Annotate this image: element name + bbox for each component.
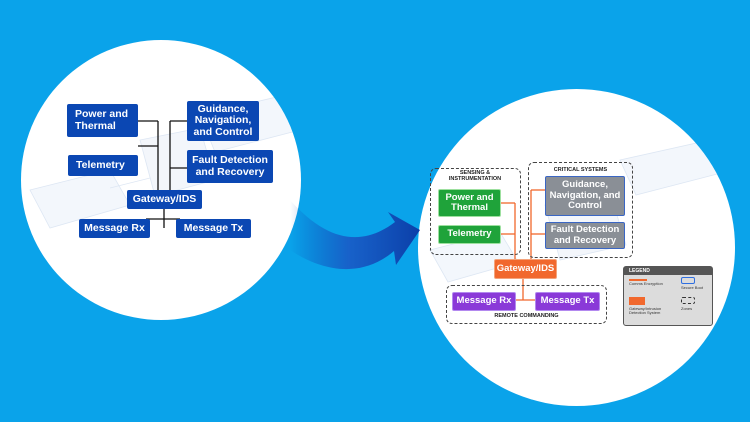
power-thermal-label: Power and Thermal bbox=[75, 107, 129, 132]
comms-encryption-swatch bbox=[629, 279, 647, 281]
telemetry-label: Telemetry bbox=[76, 158, 125, 171]
message-rx-label-secured: Message Rx bbox=[456, 295, 512, 307]
legend-box: LEGEND Comms Encryption Secure Boot Gate… bbox=[623, 266, 713, 326]
fault-detection-label: Fault Detection and Recovery bbox=[192, 153, 268, 178]
secure-boot-swatch bbox=[681, 277, 695, 284]
message-tx-label-secured: Message Tx bbox=[540, 295, 595, 307]
gnc-label: Guidance, Navigation, and Control bbox=[193, 102, 253, 138]
zones-label: Zones bbox=[681, 306, 693, 311]
gnc-box-secured: Guidance, Navigation, and Control bbox=[545, 176, 625, 216]
telemetry-label-secured: Telemetry bbox=[447, 228, 492, 240]
telemetry-box: Telemetry bbox=[68, 155, 138, 176]
remote-zone bbox=[446, 285, 607, 324]
sensing-zone-label: SENSING & INSTRUMENTATION bbox=[448, 170, 502, 182]
fault-detection-label-secured: Fault Detection and Recovery bbox=[550, 224, 620, 246]
zones-swatch bbox=[681, 297, 695, 304]
gateway-ids-swatch bbox=[629, 297, 645, 305]
comms-encryption-label: Comms Encryption bbox=[629, 281, 663, 286]
power-thermal-label-secured: Power and Thermal bbox=[445, 191, 494, 213]
fault-detection-box: Fault Detection and Recovery bbox=[187, 150, 273, 183]
gateway-ids-legend-label: Gateway/Intrusion Detection System bbox=[629, 306, 662, 316]
secure-boot-label: Secure Boot bbox=[681, 285, 704, 290]
message-tx-box-secured: Message Tx bbox=[535, 292, 600, 311]
gateway-ids-label-secured: Gateway/IDS bbox=[496, 262, 555, 274]
message-tx-label: Message Tx bbox=[183, 221, 244, 234]
remote-zone-label: REMOTE COMMANDING bbox=[494, 313, 559, 319]
legend-title: LEGEND bbox=[624, 267, 712, 275]
gnc-label-secured: Guidance, Navigation, and Control bbox=[549, 179, 621, 212]
power-thermal-box-secured: Power and Thermal bbox=[438, 189, 501, 217]
critical-zone bbox=[528, 162, 633, 258]
sensing-zone bbox=[430, 168, 521, 255]
fault-detection-box-secured: Fault Detection and Recovery bbox=[545, 222, 625, 249]
critical-zone-label: CRITICAL SYSTEMS bbox=[553, 167, 608, 173]
gateway-ids-label: Gateway/IDS bbox=[132, 192, 197, 205]
message-rx-box: Message Rx bbox=[79, 219, 150, 238]
gnc-box: Guidance, Navigation, and Control bbox=[187, 101, 259, 141]
message-rx-box-secured: Message Rx bbox=[452, 292, 516, 311]
transition-arrow bbox=[290, 200, 420, 270]
gateway-ids-box-secured: Gateway/IDS bbox=[494, 259, 557, 279]
message-tx-box: Message Tx bbox=[176, 219, 251, 238]
power-thermal-box: Power and Thermal bbox=[67, 104, 138, 137]
gateway-ids-box: Gateway/IDS bbox=[127, 190, 202, 209]
telemetry-box-secured: Telemetry bbox=[438, 225, 501, 244]
message-rx-label: Message Rx bbox=[84, 221, 145, 234]
